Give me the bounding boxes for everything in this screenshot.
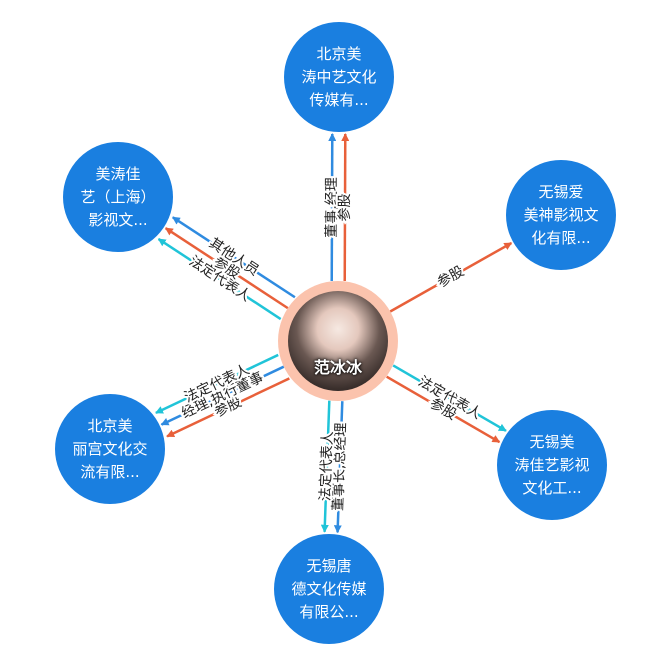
person-avatar: 范冰冰 bbox=[288, 291, 388, 391]
company-node-label: 北京美 丽宫文化交 流有限... bbox=[72, 416, 148, 481]
center-person-name: 范冰冰 bbox=[313, 358, 362, 377]
company-node-label: 美涛佳 艺（上海） 影视文... bbox=[80, 164, 156, 229]
relation-edge-label: 董事,经理 bbox=[324, 177, 340, 238]
relation-edge bbox=[160, 365, 285, 426]
company-node-label: 无锡爱 美神影视文 化有限... bbox=[523, 182, 599, 247]
relation-edge-label: 法定代表人 bbox=[318, 431, 337, 502]
company-node[interactable]: 北京美 丽宫文化交 流有限... bbox=[55, 394, 165, 504]
relation-edge bbox=[386, 375, 501, 444]
relation-edge-label: 参股 bbox=[336, 193, 353, 221]
company-node-label: 无锡唐 德文化传媒 有限公... bbox=[291, 556, 367, 621]
relation-edge bbox=[392, 364, 507, 432]
relation-edge bbox=[320, 400, 331, 533]
company-node-label: 无锡美 涛佳艺影视 文化工... bbox=[514, 432, 590, 497]
relation-edge-label: 参股 bbox=[434, 263, 467, 292]
relation-edge bbox=[333, 401, 344, 534]
relation-edge bbox=[166, 377, 290, 438]
relation-edge bbox=[157, 238, 282, 321]
relation-edge-label: 董事长,总经理 bbox=[330, 422, 349, 511]
company-node[interactable]: 无锡美 涛佳艺影视 文化工... bbox=[497, 410, 607, 520]
company-node-label: 北京美 涛中艺文化 传媒有... bbox=[301, 44, 377, 109]
company-node[interactable]: 美涛佳 艺（上海） 影视文... bbox=[63, 142, 173, 252]
relation-edge bbox=[341, 133, 350, 282]
relation-edge bbox=[171, 216, 296, 299]
center-person-node[interactable]: 范冰冰 bbox=[278, 281, 398, 401]
company-node[interactable]: 无锡唐 德文化传媒 有限公... bbox=[274, 534, 384, 644]
relation-edge bbox=[389, 241, 513, 313]
relation-edge bbox=[155, 353, 279, 414]
relation-edge bbox=[164, 227, 289, 310]
company-node[interactable]: 无锡爱 美神影视文 化有限... bbox=[506, 160, 616, 270]
company-node[interactable]: 北京美 涛中艺文化 传媒有... bbox=[284, 22, 394, 132]
relation-edge bbox=[328, 132, 337, 281]
